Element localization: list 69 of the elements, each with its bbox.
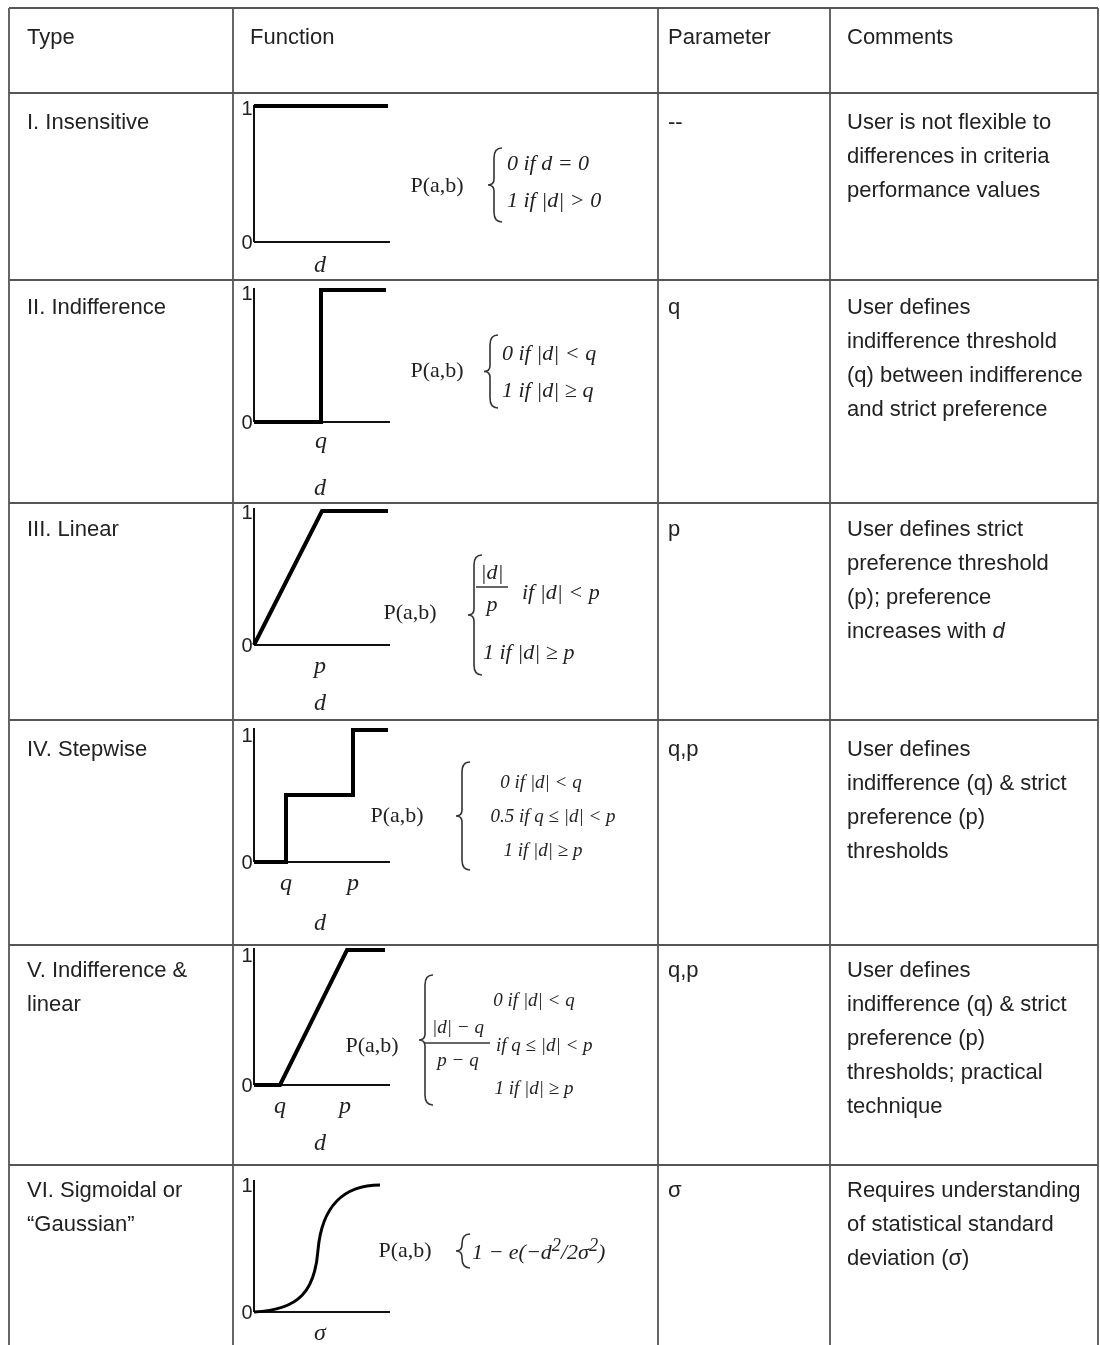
- parameter-value: --: [668, 108, 684, 136]
- comment-text: User defines indifference (q) & strict preference (p) thresholds: [847, 735, 1068, 865]
- tick-label: 1: [241, 96, 253, 120]
- tick-label: 1: [241, 723, 253, 747]
- tick-label: 0: [241, 850, 253, 874]
- axis-label: p: [347, 867, 359, 897]
- formula-text: |d|: [480, 558, 504, 586]
- axis-label: d: [314, 472, 326, 502]
- formula-text: 0 if |d| < q: [500, 770, 582, 794]
- formula-text: P(a,b): [410, 171, 464, 199]
- formula-text: 0 if |d| < q: [493, 988, 575, 1012]
- formula-text: 1 if |d| ≥ q: [502, 376, 594, 404]
- type-label: III. Linear: [27, 515, 120, 543]
- axis-label: d: [314, 687, 326, 717]
- parameter-value: q,p: [668, 735, 700, 763]
- axis-label: d: [314, 907, 326, 937]
- comment-text: Requires understanding of statistical standard deviation (σ): [847, 1176, 1082, 1272]
- type-label: VI. Sigmoidal or “Gaussian”: [27, 1176, 184, 1238]
- axis-label: d: [314, 1127, 326, 1157]
- axis-label: q: [315, 425, 327, 455]
- comment-text: User is not flexible to differences in criteria performance values: [847, 108, 1053, 204]
- formula-text: if q ≤ |d| < p: [496, 1033, 593, 1057]
- formula-text: P(a,b): [410, 356, 464, 384]
- tick-label: 1: [241, 281, 253, 305]
- formula-text: p: [486, 590, 498, 618]
- formula-text: if |d| < p: [522, 578, 600, 606]
- parameter-value: q: [668, 293, 682, 321]
- type-label: I. Insensitive: [27, 108, 151, 136]
- parameter-value: q,p: [668, 956, 700, 984]
- tick-label: 1: [241, 1173, 253, 1197]
- comment-text: User defines strict preference threshold (p); preference increases with d: [847, 515, 1050, 645]
- tick-label: 0: [241, 633, 253, 657]
- comment-text: User defines indifference threshold (q) between indifference and strict preference: [847, 293, 1084, 423]
- column-header: Type: [27, 23, 76, 51]
- tick-label: 0: [241, 410, 253, 434]
- column-header: Comments: [847, 23, 955, 51]
- formula-text: 0.5 if q ≤ |d| < p: [490, 804, 616, 828]
- formula-text: |d| − q: [432, 1015, 484, 1039]
- formula-text: P(a,b): [378, 1236, 432, 1264]
- formula-text: 1 if |d| ≥ p: [494, 1076, 574, 1100]
- axis-label: q: [274, 1090, 286, 1120]
- formula-text: 0 if d = 0: [507, 149, 590, 177]
- comment-text: User defines indifference (q) & strict preference (p) thresholds; practical technique: [847, 956, 1068, 1120]
- formula-text: p − q: [437, 1048, 479, 1072]
- axis-label: p: [314, 650, 326, 680]
- type-label: V. Indifference & linear: [27, 956, 189, 1018]
- parameter-value: σ: [668, 1176, 683, 1204]
- formula-text: P(a,b): [383, 598, 437, 626]
- tick-label: 0: [241, 1300, 253, 1324]
- axis-label: q: [280, 867, 292, 897]
- axis-label: σ: [314, 1317, 326, 1345]
- tick-label: 1: [241, 943, 253, 967]
- column-header: Parameter: [668, 23, 772, 51]
- axis-label: d: [314, 249, 326, 279]
- formula-text: 1 − e(−d$^{2}$/2σ$^{2}$): [472, 1234, 606, 1266]
- tick-label: 0: [241, 230, 253, 254]
- tick-label: 1: [241, 500, 253, 524]
- type-label: IV. Stepwise: [27, 735, 149, 763]
- parameter-value: p: [668, 515, 682, 543]
- type-label: II. Indifference: [27, 293, 167, 321]
- formula-text: P(a,b): [345, 1031, 399, 1059]
- tick-label: 0: [241, 1073, 253, 1097]
- formula-text: 1 if |d| > 0: [507, 186, 602, 214]
- axis-label: p: [339, 1090, 351, 1120]
- formula-text: 1 if |d| ≥ p: [483, 638, 575, 666]
- formula-text: 0 if |d| < q: [502, 339, 597, 367]
- formula-text: P(a,b): [370, 801, 424, 829]
- column-header: Function: [250, 23, 336, 51]
- formula-text: 1 if |d| ≥ p: [503, 838, 583, 862]
